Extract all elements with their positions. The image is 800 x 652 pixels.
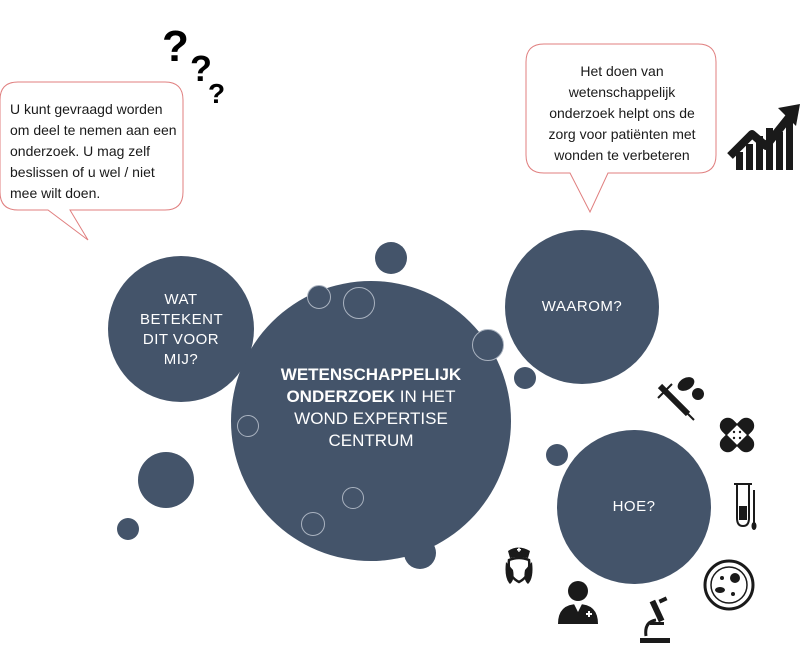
center-title-bold: WETENSCHAPPELIJK ONDERZOEK xyxy=(280,365,462,406)
dot-circle xyxy=(138,452,194,508)
question-mark-3: ? xyxy=(208,78,226,109)
center-title-rest: IN HET WOND EXPERTISE CENTRUM xyxy=(294,387,456,450)
dot-circle xyxy=(301,512,325,536)
center-title: WETENSCHAPPELIJK ONDERZOEK IN HET WOND E… xyxy=(262,364,480,452)
left-circle xyxy=(108,256,254,402)
dot-circle xyxy=(237,415,259,437)
dot-circle xyxy=(404,537,436,569)
right-top-circle-label: WAAROM? xyxy=(541,298,623,315)
right-top-circle xyxy=(505,230,659,384)
dot-circle xyxy=(342,487,364,509)
center-circle xyxy=(231,281,511,561)
dot-circle xyxy=(472,329,504,361)
right-bottom-circle-label: HOE? xyxy=(612,498,656,515)
right-bottom-circle xyxy=(557,430,711,584)
dot-circle xyxy=(307,285,331,309)
dot-circle xyxy=(375,242,407,274)
bubble-right-text: Het doen van wetenschappelijk onderzoek … xyxy=(548,63,696,163)
question-mark-2: ? xyxy=(190,48,212,89)
bubble-left-text: U kunt gevraagd worden om deel te nemen … xyxy=(10,101,177,201)
question-marks-icon: ? ? ? xyxy=(158,22,238,112)
bubble-right-outline xyxy=(525,43,717,214)
bubble-left-outline xyxy=(0,81,184,241)
question-mark-1: ? xyxy=(162,22,189,71)
dot-circle xyxy=(546,444,568,466)
dot-circle xyxy=(117,518,139,540)
left-circle-label: WAT BETEKENT DIT VOOR MIJ? xyxy=(140,291,224,368)
dot-circle xyxy=(343,287,375,319)
dot-circle xyxy=(514,367,536,389)
